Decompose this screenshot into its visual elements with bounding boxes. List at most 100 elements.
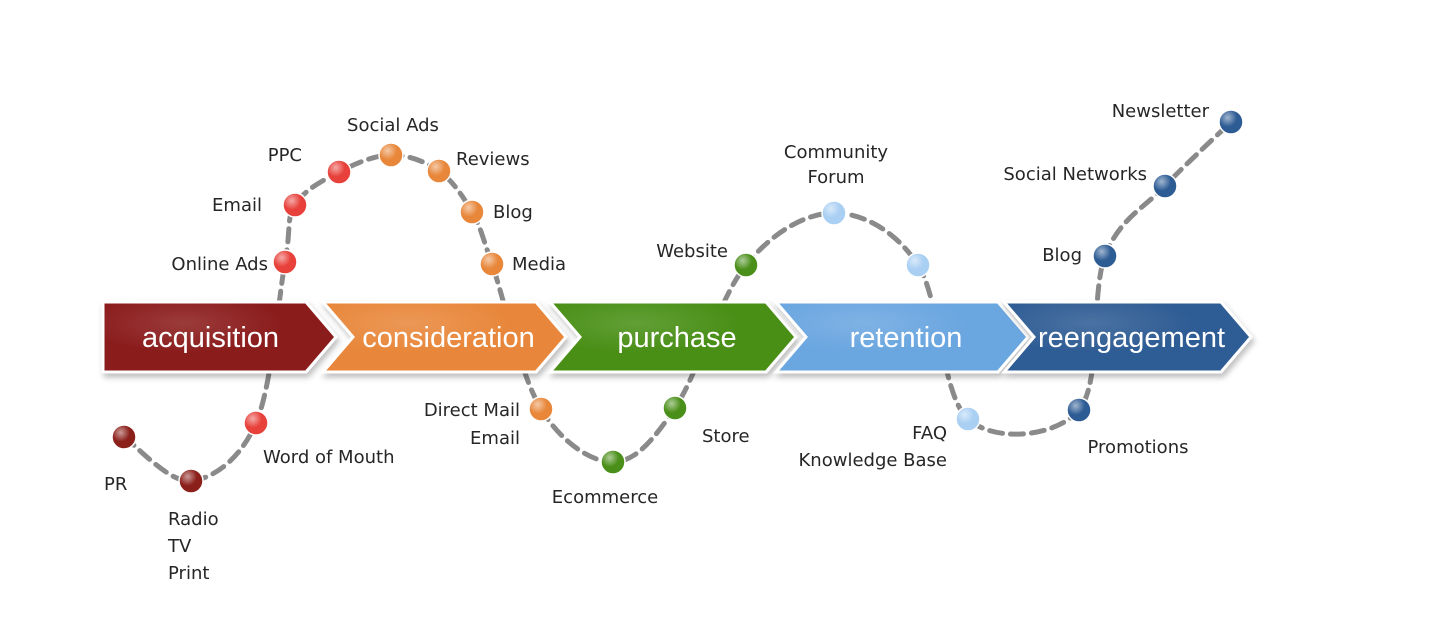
touchpoint-label-email: Email — [212, 195, 262, 216]
touchpoint-label-line: Store — [702, 426, 750, 447]
touchpoint-label-line: Blog — [493, 202, 533, 223]
touchpoint-label-line: PPC — [268, 145, 302, 166]
touchpoint-label-ppc: PPC — [268, 145, 302, 166]
touchpoint-dot-ppc — [326, 159, 352, 185]
touchpoint-dot-blog-consideration — [459, 199, 485, 225]
touchpoint-dot-direct-mail-email — [528, 396, 554, 422]
touchpoint-label-pr: PR — [104, 474, 127, 495]
stage-label-retention: retention — [850, 322, 963, 354]
touchpoint-label-social-ads: Social Ads — [347, 115, 439, 136]
touchpoint-dot-social-networks — [1152, 173, 1178, 199]
stage-arrows: acquisition consideration purchase retentio… — [101, 300, 1253, 374]
stage-arrow-purchase: purchase — [546, 300, 798, 374]
touchpoint-label-line: Social Ads — [347, 115, 439, 136]
touchpoint-marker-shine — [664, 397, 686, 419]
touchpoint-dot-email — [282, 192, 308, 218]
touchpoint-label-line: Promotions — [1088, 437, 1189, 458]
stage-arrow-acquisition: acquisition — [101, 300, 338, 374]
stage-arrow-reengagement: reengagement — [1000, 300, 1253, 374]
touchpoint-label-line: Website — [656, 241, 728, 262]
touchpoint-marker-shine — [1068, 399, 1090, 421]
touchpoint-marker-shine — [1094, 245, 1116, 267]
touchpoint-label-line: Radio — [168, 509, 219, 530]
stage-label-reengagement: reengagement — [1038, 322, 1225, 354]
stage-label-purchase: purchase — [617, 322, 736, 354]
touchpoint-dot-radio-tv-print — [178, 468, 204, 494]
touchpoint-marker-shine — [530, 398, 552, 420]
touchpoint-dots — [111, 109, 1244, 494]
touchpoint-label-line: Media — [512, 254, 566, 275]
touchpoint-dot-retention-unlabeled — [905, 252, 931, 278]
touchpoint-dot-media — [479, 251, 505, 277]
touchpoint-dot-reviews — [426, 158, 452, 184]
touchpoint-label-line: Reviews — [456, 149, 530, 170]
touchpoint-marker-shine — [1154, 175, 1176, 197]
touchpoint-marker-shine — [602, 451, 624, 473]
touchpoint-label-line: TV — [167, 536, 192, 557]
stage-arrow-highlight — [323, 302, 566, 372]
stage-arrow-retention: retention — [772, 300, 1030, 374]
touchpoint-label-website: Website — [656, 241, 728, 262]
touchpoint-label-line: Online Ads — [171, 254, 268, 275]
touchpoint-label-promotions: Promotions — [1088, 437, 1189, 458]
touchpoint-marker-shine — [328, 161, 350, 183]
stage-arrow-highlight — [550, 302, 796, 372]
touchpoint-dot-ecommerce — [600, 449, 626, 475]
touchpoint-dot-promotions — [1066, 397, 1092, 423]
touchpoint-label-media: Media — [512, 254, 566, 275]
touchpoint-marker-shine — [284, 194, 306, 216]
stage-arrow-highlight — [103, 302, 336, 372]
touchpoint-dot-word-of-mouth — [243, 410, 269, 436]
touchpoint-marker-shine — [957, 408, 979, 430]
touchpoint-marker-shine — [823, 202, 845, 224]
touchpoint-dot-online-ads — [272, 249, 298, 275]
touchpoint-marker-shine — [274, 251, 296, 273]
touchpoint-label-line: PR — [104, 474, 127, 495]
touchpoint-label-line: Community — [784, 142, 889, 163]
touchpoint-label-line: Print — [168, 563, 209, 584]
touchpoint-marker-shine — [461, 201, 483, 223]
touchpoint-label-line: Direct Mail — [424, 400, 520, 421]
touchpoint-label-line: FAQ — [912, 423, 947, 444]
touchpoint-marker-shine — [735, 254, 757, 276]
touchpoint-marker-shine — [113, 426, 135, 448]
touchpoint-marker-shine — [180, 470, 202, 492]
touchpoint-label-line: Blog — [1042, 245, 1082, 266]
touchpoint-label-blog-consideration: Blog — [493, 202, 533, 223]
stage-arrow-consideration: consideration — [319, 300, 568, 374]
touchpoint-marker-shine — [907, 254, 929, 276]
touchpoint-label-line: Ecommerce — [552, 487, 658, 508]
touchpoint-label-newsletter: Newsletter — [1112, 101, 1210, 122]
touchpoint-dot-faq-knowledge-base — [955, 406, 981, 432]
touchpoint-label-word-of-mouth: Word of Mouth — [263, 447, 394, 468]
touchpoint-marker-shine — [1220, 111, 1242, 133]
touchpoint-dot-website — [733, 252, 759, 278]
touchpoint-label-line: Word of Mouth — [263, 447, 394, 468]
touchpoint-dot-blog-reengagement — [1092, 243, 1118, 269]
touchpoint-dot-newsletter — [1218, 109, 1244, 135]
touchpoint-dot-store — [662, 395, 688, 421]
touchpoint-label-blog-reengagement: Blog — [1042, 245, 1082, 266]
touchpoint-label-store: Store — [702, 426, 750, 447]
stage-label-acquisition: acquisition — [142, 322, 279, 354]
stage-label-consideration: consideration — [362, 322, 535, 354]
touchpoint-label-reviews: Reviews — [456, 149, 530, 170]
touchpoint-label-online-ads: Online Ads — [171, 254, 268, 275]
touchpoint-label-line: Email — [470, 428, 520, 449]
touchpoint-marker-shine — [380, 144, 402, 166]
touchpoint-marker-shine — [428, 160, 450, 182]
touchpoint-dot-social-ads — [378, 142, 404, 168]
stage-arrow-highlight — [1004, 302, 1251, 372]
touchpoint-dot-community-forum — [821, 200, 847, 226]
touchpoint-marker-shine — [245, 412, 267, 434]
touchpoint-label-line: Newsletter — [1112, 101, 1210, 122]
touchpoint-marker-shine — [481, 253, 503, 275]
stage-arrow-highlight — [776, 302, 1028, 372]
